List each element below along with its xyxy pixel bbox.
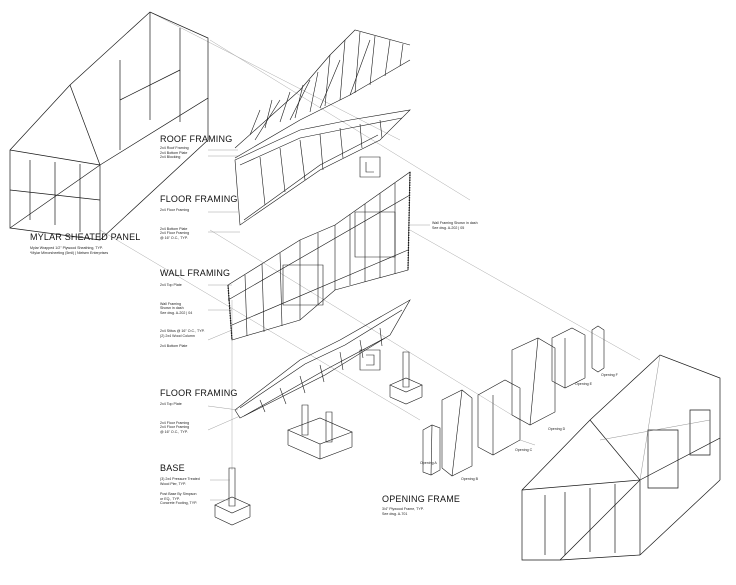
lower-floor-framing-drawing <box>235 300 410 418</box>
opening-frames-drawing <box>423 326 604 476</box>
opening-frame-notes: 3/4" Plywood Frame, TYP. See dwg. A-701 <box>382 507 424 516</box>
connector-details <box>360 157 380 370</box>
lower-floor-framing-notes: 2x4 Top Plate 2x4 Floor Framing 2x4 Floo… <box>160 402 190 434</box>
lower-floor-framing-title: FLOOR FRAMING <box>160 388 238 398</box>
assembled-cabin-drawing <box>522 355 720 560</box>
opening-d-label: Opening D <box>548 427 566 431</box>
leader-lines <box>208 150 535 500</box>
mylar-panel-title: MYLAR SHEATED PANEL <box>30 232 141 242</box>
wall-framing-side-notes: Wall Framing Shown in dash See dwg. A-20… <box>432 221 478 230</box>
wall-framing-title: WALL FRAMING <box>160 268 231 278</box>
wall-framing-drawing <box>228 172 410 340</box>
upper-floor-framing-drawing <box>235 110 410 225</box>
roof-framing-notes: 2x4 Roof Framing 2x4 Bottom Plate 2x4 Bl… <box>160 146 189 160</box>
opening-c-label: Opening C <box>515 448 533 452</box>
upper-floor-framing-title: FLOOR FRAMING <box>160 194 238 204</box>
base-piers-drawing <box>215 352 422 525</box>
opening-a-label: Opening A <box>420 461 437 465</box>
base-title: BASE <box>160 463 185 473</box>
mylar-panel-notes: Mylar Wrapped 1/2" Plywood Sheathing, TY… <box>30 246 109 255</box>
base-notes: (3) 2x4 Pressure Treated Wood Pier, TYP.… <box>160 477 200 506</box>
roof-framing-title: ROOF FRAMING <box>160 134 233 144</box>
upper-floor-framing-notes: 2x4 Floor Framing 2x4 Bottom Plate 2x4 F… <box>160 208 190 240</box>
wall-framing-notes: 2x4 Top Plate Wall Framing Shown in dash… <box>160 283 205 348</box>
opening-f-label: Opening F <box>601 373 618 377</box>
opening-b-label: Opening B <box>461 477 478 481</box>
opening-frame-title: OPENING FRAME <box>382 494 461 504</box>
projection-lines <box>100 12 640 470</box>
opening-e-label: Opening E <box>575 382 592 386</box>
roof-framing-drawing <box>235 30 410 158</box>
mylar-panel-shell <box>10 12 208 240</box>
